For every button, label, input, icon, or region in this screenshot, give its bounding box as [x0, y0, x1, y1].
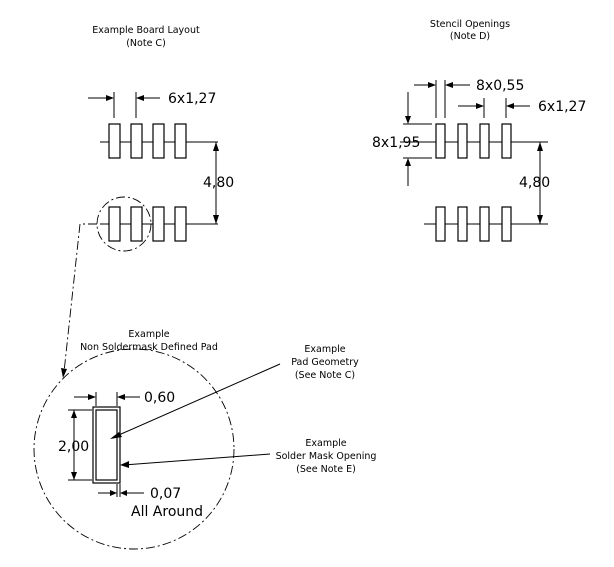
- pad-geometry-line1: Example: [304, 344, 345, 355]
- stencil-row-spacing-label: 4,80: [519, 175, 550, 191]
- bottom-pad: [152, 206, 165, 242]
- pitch-dimension: 6x1,27: [88, 91, 216, 118]
- pad-length-dimension: 2,00: [58, 409, 92, 481]
- bottom-pad: [130, 206, 143, 242]
- solder-mask-line2: Solder Mask Opening: [276, 451, 377, 462]
- detail-view: Example Non Soldermask Defined Pad 0,60 …: [33, 329, 376, 550]
- pad-length-label: 2,00: [58, 439, 89, 455]
- solder-mask-line1: Example: [305, 438, 346, 449]
- detail-title-line2: Non Soldermask Defined Pad: [80, 342, 218, 353]
- top-pad: [174, 123, 187, 159]
- board-layout-view: Example Board Layout (Note C) 6x1,27: [61, 25, 234, 378]
- clearance-note: All Around: [131, 504, 203, 520]
- pad-outline: [95, 409, 118, 481]
- pad-geometry-callout: Example Pad Geometry (See Note C): [110, 344, 359, 439]
- clearance-label: 0,07: [150, 486, 181, 502]
- stencil-note: (Note D): [450, 31, 490, 42]
- stencil-title: Stencil Openings: [430, 19, 510, 30]
- pad-geometry-line3: (See Note C): [295, 370, 355, 381]
- stencil-length-label: 8x1,95: [372, 135, 420, 151]
- detail-circle: [33, 348, 235, 550]
- stencil-row-spacing-dimension: 4,80: [519, 142, 550, 224]
- solder-mask-line3: (See Note E): [296, 464, 356, 475]
- stencil-top-opening: [435, 123, 446, 159]
- top-pad: [108, 123, 121, 159]
- board-pitch-label: 6x1,27: [168, 91, 216, 107]
- stencil-bottom-opening: [457, 206, 468, 242]
- board-layout-note: (Note C): [126, 38, 166, 49]
- stencil-bottom-opening: [479, 206, 490, 242]
- clearance-dimension: 0,07 All Around: [98, 484, 203, 520]
- pad-geometry-line2: Pad Geometry: [291, 357, 359, 368]
- stencil-width-dimension: 8x0,55: [414, 78, 524, 118]
- stencil-top-opening: [501, 123, 512, 159]
- stencil-pitch-dimension: 6x1,27: [458, 98, 586, 118]
- pad-width-dimension: 0,60: [74, 390, 175, 406]
- detail-leader-arrow: [61, 368, 67, 378]
- board-row-spacing-label: 4,80: [203, 175, 234, 191]
- pad-width-label: 0,60: [144, 390, 175, 406]
- detail-callout-circle: [96, 196, 152, 252]
- solder-mask-callout: Example Solder Mask Opening (See Note E): [120, 438, 376, 475]
- stencil-width-label: 8x0,55: [476, 78, 524, 94]
- detail-leader-line: [63, 223, 97, 373]
- top-pad: [130, 123, 143, 159]
- bottom-pad: [108, 206, 121, 242]
- stencil-top-opening: [479, 123, 490, 159]
- stencil-top-opening: [457, 123, 468, 159]
- stencil-bottom-opening: [501, 206, 512, 242]
- bottom-pad: [174, 206, 187, 242]
- stencil-length-dimension: 8x1,95: [372, 92, 432, 186]
- stencil-pitch-label: 6x1,27: [538, 99, 586, 115]
- stencil-view: Stencil Openings (Note D) 8x0,55: [372, 19, 586, 242]
- stencil-bottom-opening: [435, 206, 446, 242]
- detail-title-line1: Example: [128, 329, 169, 340]
- row-spacing-dimension: 4,80: [203, 142, 234, 224]
- top-pad: [152, 123, 165, 159]
- board-layout-title: Example Board Layout: [92, 25, 200, 36]
